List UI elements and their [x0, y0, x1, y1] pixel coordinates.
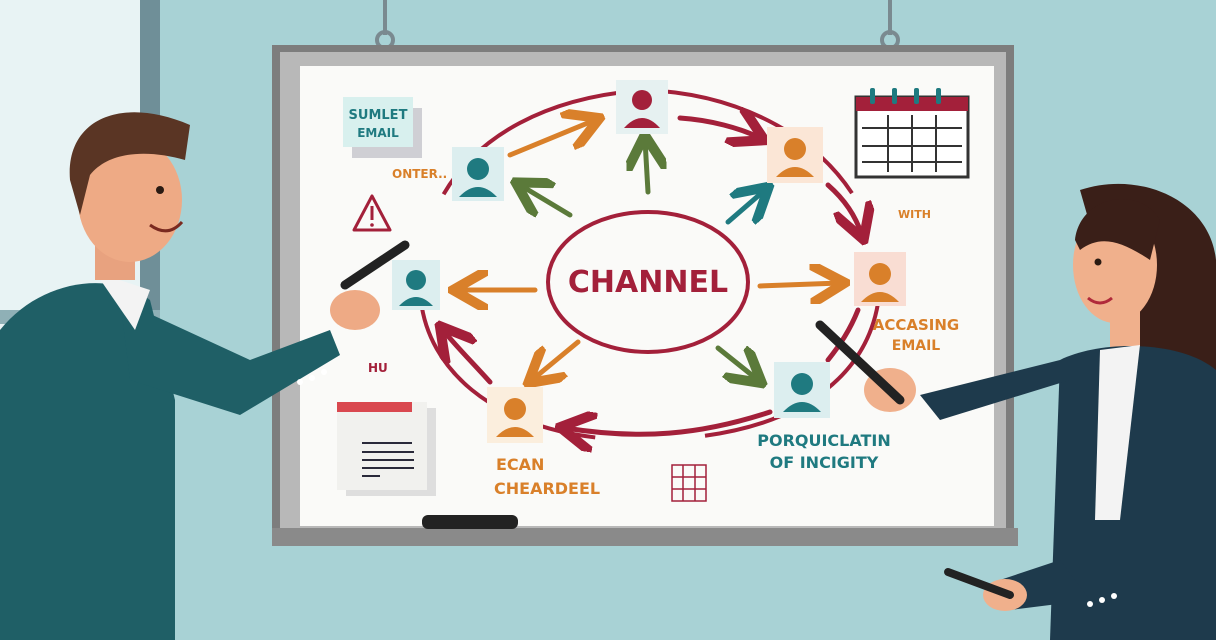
label-accessing-email: ACCASING EMAIL	[873, 316, 959, 354]
label-ecan: ECAN CHEARDEEL	[494, 455, 600, 498]
label-porquiclatin: PORQUICLATIN OF INCIGITY	[757, 431, 891, 472]
scribble-hu: HU	[368, 361, 388, 375]
calendar-icon	[854, 88, 970, 179]
person-node-bottom-right	[774, 362, 830, 418]
note-card: SUMLET EMAIL	[343, 97, 422, 158]
grid-icon	[671, 464, 707, 502]
svg-text:OF INCIGITY: OF INCIGITY	[770, 453, 879, 472]
warning-icon	[352, 194, 392, 232]
person-node-left	[392, 260, 440, 310]
svg-text:SUMLET: SUMLET	[349, 108, 408, 123]
svg-text:PORQUICLATIN: PORQUICLATIN	[757, 431, 891, 450]
person-node-top	[616, 80, 668, 134]
svg-text:ECAN: ECAN	[496, 455, 544, 474]
scribble-with: WITH	[898, 208, 931, 221]
svg-text:ACCASING: ACCASING	[873, 316, 959, 334]
arrows	[443, 118, 862, 434]
person-node-top-right	[767, 127, 823, 183]
person-node-right	[854, 252, 906, 306]
svg-text:EMAIL: EMAIL	[357, 126, 399, 140]
person-node-bottom-left	[487, 387, 543, 443]
channel-ellipse	[546, 210, 750, 354]
svg-text:EMAIL: EMAIL	[892, 338, 941, 354]
document-icon	[337, 402, 436, 496]
person-nodes	[392, 80, 906, 443]
scribble-onter: ONTER..	[392, 167, 447, 181]
channel-label: CHANNEL	[568, 265, 728, 300]
svg-text:CHEARDEEL: CHEARDEEL	[494, 479, 600, 498]
flow-ring	[417, 88, 883, 443]
presenter-man	[0, 112, 410, 640]
board-hangers	[375, 0, 900, 50]
person-node-top-left	[452, 147, 504, 201]
presenter-woman	[815, 183, 1216, 640]
